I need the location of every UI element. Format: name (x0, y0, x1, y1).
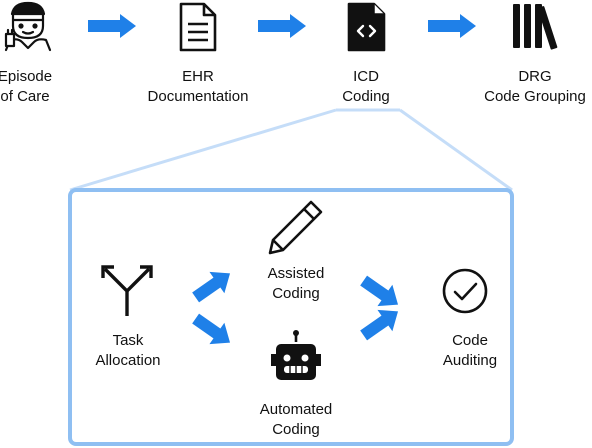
automated-coding-label: Automated Coding (259, 401, 333, 438)
robot-icon (271, 330, 321, 380)
books-icon (513, 4, 558, 50)
pipeline-arrow-3 (428, 14, 476, 38)
step-label-icd-coding: ICD Coding (342, 68, 390, 105)
code-file-icon (347, 2, 386, 52)
arrow-task-to-assisted (192, 271, 231, 303)
document-icon (179, 2, 217, 52)
arrow-automated-to-auditing (360, 309, 399, 341)
step-label-ehr-documentation: EHR Documentation (147, 68, 249, 105)
pencil-icon (268, 200, 323, 255)
step-label-drg-code-grouping: DRG Code Grouping (484, 68, 586, 105)
assisted-coding-label: Assisted Coding (267, 265, 325, 302)
zoom-connector (69, 108, 513, 192)
fork-arrows-icon (101, 265, 153, 316)
arrow-task-to-automated (192, 313, 231, 345)
step-label-episode-of-care: Episode of Care (0, 68, 53, 105)
check-circle-icon (442, 268, 488, 314)
pipeline-arrow-1 (88, 14, 136, 38)
patient-icon (4, 1, 52, 52)
code-auditing-label: Code Auditing (442, 332, 498, 369)
arrow-assisted-to-auditing (360, 275, 399, 307)
pipeline-arrow-2 (258, 14, 306, 38)
task-allocation-label: Task Allocation (95, 332, 161, 369)
detail-frame (68, 188, 514, 446)
